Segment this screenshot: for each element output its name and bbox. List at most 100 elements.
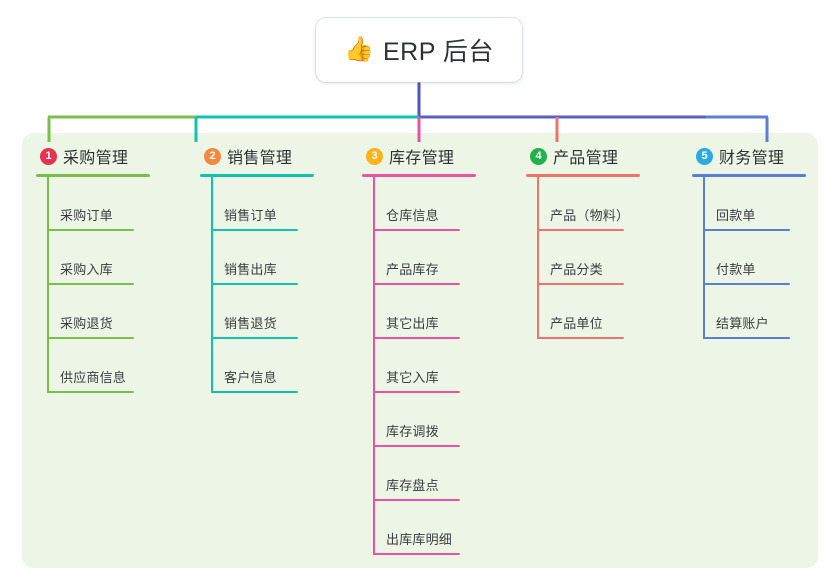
branch-leaf-list-5: 回款单 付款单 结算账户 (692, 177, 839, 339)
branch-badge-3: 3 (366, 147, 383, 165)
branch-column-1[interactable]: 1 采购管理 采购订单 采购入库 采购退货 供应商信息 (36, 143, 196, 393)
leaf-underline (373, 391, 460, 393)
branch-spine-1 (47, 177, 49, 393)
leaf-label: 库存调拨 (386, 424, 439, 439)
list-item[interactable]: 采购退货 (47, 285, 196, 339)
branch-leaf-list-4: 产品（物料） 产品分类 产品单位 (526, 177, 686, 339)
branch-header-2[interactable]: 2 销售管理 (200, 143, 360, 169)
thumbs-up-icon: 👍 (344, 36, 374, 63)
list-item[interactable]: 采购入库 (47, 231, 196, 285)
branch-spine-4 (537, 177, 539, 339)
list-item[interactable]: 销售出库 (211, 231, 360, 285)
leaf-underline (47, 229, 134, 231)
leaf-underline (47, 391, 134, 393)
list-item[interactable]: 回款单 (703, 177, 839, 231)
leaf-underline (47, 283, 134, 285)
list-item[interactable]: 销售订单 (211, 177, 360, 231)
list-item[interactable]: 销售退货 (211, 285, 360, 339)
leaf-label: 供应商信息 (60, 370, 127, 385)
branch-underline-2 (200, 174, 314, 177)
branch-spine-3 (373, 177, 375, 555)
leaf-label: 客户信息 (224, 370, 277, 385)
list-item[interactable]: 其它出库 (373, 285, 522, 339)
list-item[interactable]: 产品库存 (373, 231, 522, 285)
leaf-label: 出库库明细 (386, 532, 453, 547)
branch-leaf-list-3: 仓库信息 产品库存 其它出库 其它入库 库存调拨 库存盘点 (362, 177, 522, 555)
list-item[interactable]: 其它入库 (373, 339, 522, 393)
leaf-underline (373, 337, 460, 339)
leaf-underline (537, 337, 624, 339)
leaf-underline (703, 337, 790, 339)
branch-badge-4: 4 (530, 147, 547, 165)
branch-column-4[interactable]: 4 产品管理 产品（物料） 产品分类 产品单位 (526, 143, 686, 339)
branch-header-1[interactable]: 1 采购管理 (36, 143, 196, 169)
branch-column-2[interactable]: 2 销售管理 销售订单 销售出库 销售退货 客户信息 (200, 143, 360, 393)
leaf-underline (703, 283, 790, 285)
list-item[interactable]: 客户信息 (211, 339, 360, 393)
leaf-label: 其它出库 (386, 316, 439, 331)
branch-title-5: 财务管理 (719, 150, 785, 167)
list-item[interactable]: 产品（物料） (537, 177, 686, 231)
branch-underline-4 (526, 174, 640, 177)
list-item[interactable]: 产品分类 (537, 231, 686, 285)
leaf-underline (537, 283, 624, 285)
leaf-underline (211, 391, 298, 393)
list-item[interactable]: 库存调拨 (373, 393, 522, 447)
root-node[interactable]: 👍 ERP 后台 (316, 18, 522, 82)
branch-badge-5: 5 (696, 147, 713, 165)
branches-panel (22, 133, 818, 568)
branch-title-3: 库存管理 (389, 150, 455, 167)
list-item[interactable]: 采购订单 (47, 177, 196, 231)
leaf-underline (211, 283, 298, 285)
list-item[interactable]: 库存盘点 (373, 447, 522, 501)
leaf-underline (373, 445, 460, 447)
list-item[interactable]: 出库库明细 (373, 501, 522, 555)
branch-spine-2 (211, 177, 213, 393)
leaf-underline (537, 229, 624, 231)
branch-title-1: 采购管理 (63, 150, 129, 167)
leaf-underline (373, 283, 460, 285)
branch-leaf-list-1: 采购订单 采购入库 采购退货 供应商信息 (36, 177, 196, 393)
branch-underline-3 (362, 174, 476, 177)
list-item[interactable]: 产品单位 (537, 285, 686, 339)
leaf-label: 采购退货 (60, 316, 113, 331)
leaf-underline (373, 553, 460, 555)
branch-header-5[interactable]: 5 财务管理 (692, 143, 839, 169)
list-item[interactable]: 供应商信息 (47, 339, 196, 393)
branch-spine-5 (703, 177, 705, 339)
leaf-label: 产品分类 (550, 262, 603, 277)
branch-header-4[interactable]: 4 产品管理 (526, 143, 686, 169)
branch-column-3[interactable]: 3 库存管理 仓库信息 产品库存 其它出库 其它入库 库存调拨 (362, 143, 522, 555)
leaf-label: 销售退货 (224, 316, 277, 331)
leaf-label: 付款单 (716, 262, 756, 277)
list-item[interactable]: 仓库信息 (373, 177, 522, 231)
root-title: ERP 后台 (382, 38, 494, 66)
leaf-underline (373, 499, 460, 501)
leaf-label: 采购入库 (60, 262, 113, 277)
branch-underline-5 (692, 174, 806, 177)
list-item[interactable]: 结算账户 (703, 285, 839, 339)
leaf-label: 产品（物料） (550, 208, 630, 223)
leaf-label: 销售出库 (224, 262, 277, 277)
leaf-label: 其它入库 (386, 370, 439, 385)
branch-badge-1: 1 (40, 147, 57, 165)
leaf-label: 仓库信息 (386, 208, 439, 223)
leaf-label: 产品库存 (386, 262, 439, 277)
branch-title-4: 产品管理 (553, 150, 619, 167)
leaf-label: 回款单 (716, 208, 756, 223)
branch-underline-1 (36, 174, 150, 177)
branch-header-3[interactable]: 3 库存管理 (362, 143, 522, 169)
branch-column-5[interactable]: 5 财务管理 回款单 付款单 结算账户 (692, 143, 839, 339)
leaf-label: 库存盘点 (386, 478, 439, 493)
leaf-underline (211, 229, 298, 231)
leaf-underline (703, 229, 790, 231)
leaf-underline (211, 337, 298, 339)
branch-badge-2: 2 (204, 147, 221, 165)
leaf-underline (47, 337, 134, 339)
leaf-label: 销售订单 (224, 208, 277, 223)
leaf-label: 结算账户 (716, 316, 769, 331)
list-item[interactable]: 付款单 (703, 231, 839, 285)
branch-title-2: 销售管理 (227, 150, 293, 167)
leaf-underline (373, 229, 460, 231)
